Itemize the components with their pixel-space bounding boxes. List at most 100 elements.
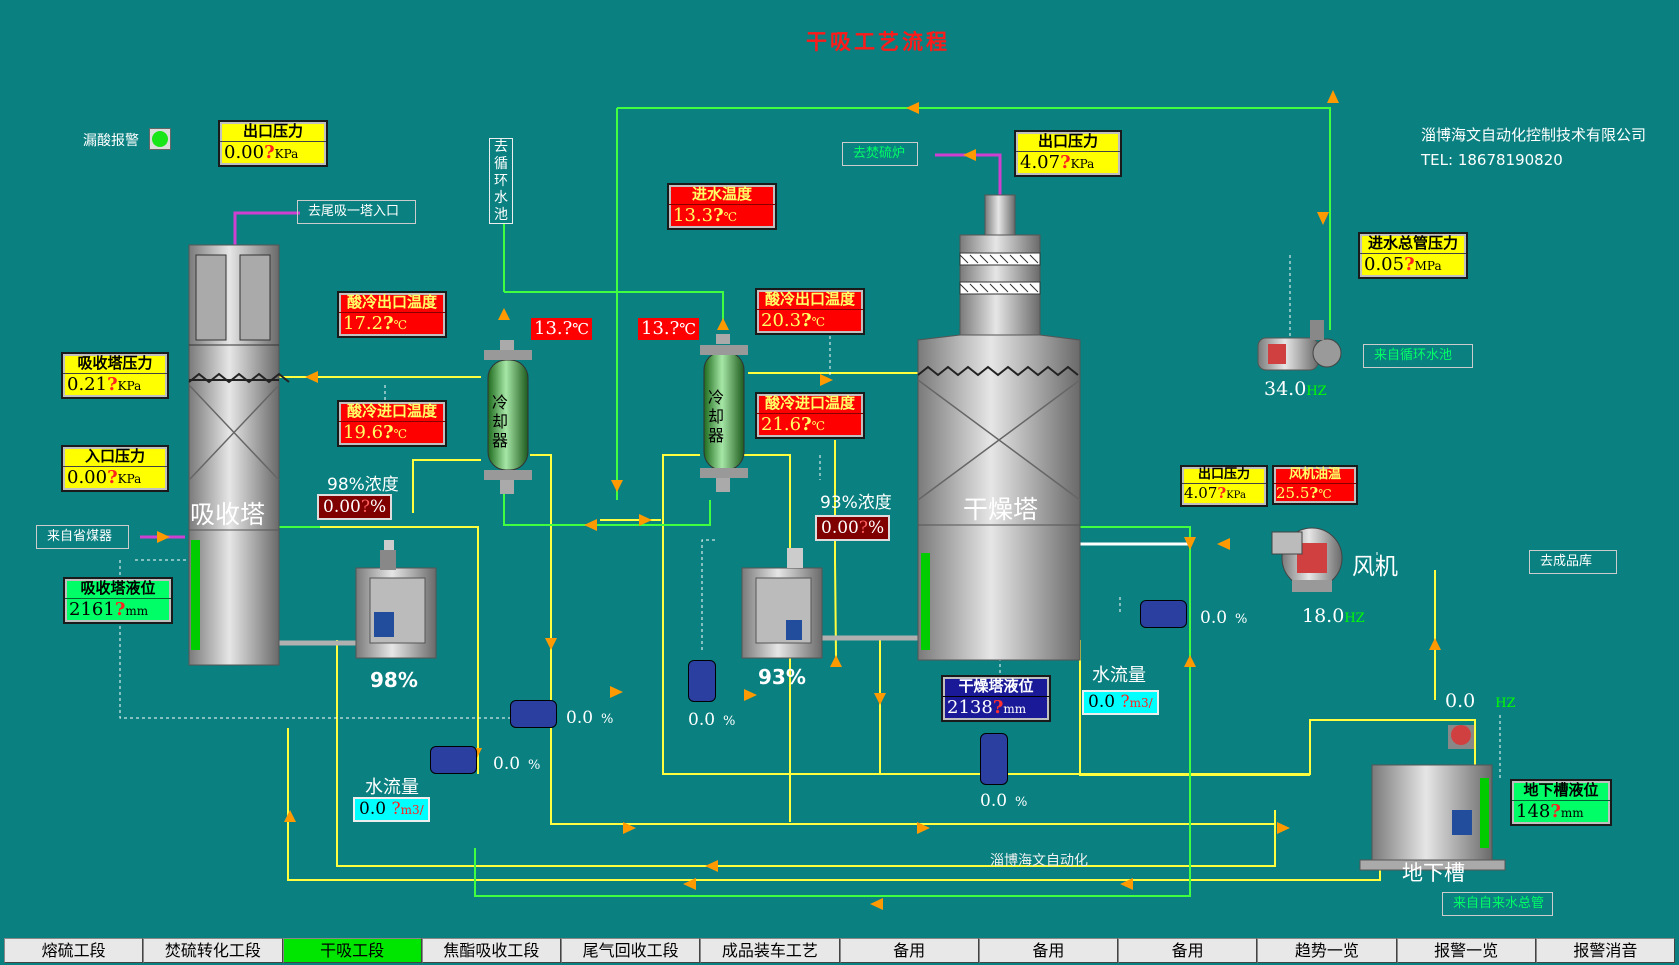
tank-93-label: 93% [758,665,806,689]
nav-tab-7[interactable]: 备用 [978,938,1118,963]
control-valve-1-icon[interactable] [510,700,557,728]
pump [1257,320,1342,371]
indicator-value: 0.00 [67,467,108,488]
fan-oil-temp: 风机油温 25.5?℃ [1272,465,1358,505]
temp-tag-2: 13.?℃ [638,318,700,340]
control-valve-5-icon[interactable] [1140,600,1187,628]
dryer-level: 干燥塔液位 2138?mm [941,675,1051,722]
leak-alarm-indicator[interactable] [149,128,171,150]
indicator-value: 0.05 [1364,254,1405,275]
nav-tab-10[interactable]: 报警一览 [1396,938,1536,963]
conc-98-value: 0.00?% [317,494,393,520]
nav-tab-6[interactable]: 备用 [839,938,979,963]
tank-93 [741,548,823,659]
inlet-pressure: 入口压力 0.00?KPa [61,445,169,492]
drying-tower [917,194,1081,661]
indicator-value: 13.3 [673,205,714,226]
indicator-label: 酸冷出口温度 [757,290,863,310]
leak-alarm-label: 漏酸报警 [83,133,139,149]
indicator-label: 干燥塔液位 [943,677,1049,697]
valve-2-reading[interactable]: 0.0% [493,754,541,774]
cooler-1 [484,340,532,494]
valve-3-reading[interactable]: 0.0% [688,710,736,730]
nav-tab-2[interactable]: 干吸工段 [282,938,422,963]
control-valve-4-icon[interactable] [980,733,1008,785]
nav-tab-9[interactable]: 趋势一览 [1257,938,1397,963]
indicator-label: 酸冷进口温度 [757,394,863,414]
nav-tab-0[interactable]: 熔硫工段 [4,938,144,963]
indicator-label: 进水总管压力 [1360,234,1466,254]
conc-93-value: 0.00?% [815,515,891,541]
indicator-label: 地下槽液位 [1512,781,1610,801]
cooler-2-label: 冷却器 [708,388,725,445]
indicator-label: 出口压力 [220,122,326,142]
indicator-label: 酸冷进口温度 [339,402,445,422]
indicator-value: 0.21 [67,374,108,395]
company-tel: TEL: 18678190820 [1421,151,1563,169]
fan-frequency: 18.0HZ [1302,605,1365,627]
fan-outlet-pressure: 出口压力 4.07?KPa [1180,465,1268,507]
company-name: 淄博海文自动化控制技术有限公司 [1421,126,1647,144]
indicator-label: 出口压力 [1182,467,1266,484]
flow-2-value: 0.0 ?m3/ [1082,690,1159,715]
indicator-value: 25.5 [1276,484,1310,502]
outlet-pressure-1: 出口压力 0.00?KPa [218,120,328,167]
indicator-value: 2138 [947,697,993,718]
sump-level: 地下槽液位 148?mm [1510,779,1612,826]
sump-tank [1359,725,1506,871]
route-to-tail: 去尾吸一塔入口 [297,200,417,224]
tank-98 [355,540,437,659]
control-valve-3-icon[interactable] [688,660,716,702]
fan-blower [1271,527,1343,592]
sump-label: 地下槽 [1402,861,1465,885]
status-light-icon [152,131,168,147]
acid-cool-out-temp-2: 酸冷出口温度 20.3?℃ [755,288,865,335]
absorber-tower [188,244,290,666]
indicator-label: 出口压力 [1016,132,1120,152]
flow-2-label: 水流量 [1092,665,1146,686]
dryer-label: 干燥塔 [963,495,1039,524]
indicator-value: 4.07 [1020,152,1061,173]
valve-5-reading[interactable]: 0.0% [1200,608,1248,628]
indicator-label: 吸收塔压力 [63,354,167,374]
nav-tab-8[interactable]: 备用 [1118,938,1258,963]
nav-tab-1[interactable]: 焚硫转化工段 [143,938,283,963]
acid-cool-in-temp-2: 酸冷进口温度 21.6?℃ [755,392,865,439]
fan-label: 风机 [1352,554,1398,580]
indicator-value: 17.2 [343,313,384,334]
indicator-label: 风机油温 [1274,467,1356,484]
water-in-temp: 进水温度 13.3?℃ [667,183,777,230]
conc-93-label: 93%浓度 [820,493,892,513]
circ-pool-label: 去循环水池 [489,138,513,224]
watermark: 淄博海文自动化 [990,853,1088,869]
route-to-product: 去成品库 [1529,550,1618,574]
indicator-value: 20.3 [761,310,802,331]
nav-tab-3[interactable]: 焦酯吸收工段 [421,938,561,963]
indicator-value: 21.6 [761,414,802,435]
nav-tab-4[interactable]: 尾气回收工段 [561,938,701,963]
cooler-2 [700,334,748,492]
valve-4-reading[interactable]: 0.0% [980,791,1028,811]
route-from-tap: 来自自来水总管 [1442,892,1554,916]
indicator-value: 19.6 [343,422,384,443]
indicator-value: 2161 [69,599,115,620]
valve-1-reading[interactable]: 0.0% [566,708,614,728]
pump-frequency: 34.0HZ [1264,378,1327,400]
indicator-value: 4.07 [1184,484,1218,502]
section-nav-bar: 熔硫工段焚硫转化工段干吸工段焦酯吸收工段尾气回收工段成品装车工艺备用备用备用趋势… [4,938,1675,963]
page-title: 干吸工艺流程 [806,29,950,54]
indicator-value: 0.00 [224,142,265,163]
tank-98-label: 98% [370,668,418,692]
flow-1-label: 水流量 [365,777,419,798]
control-valve-2-icon[interactable] [430,746,477,774]
route-from-economizer: 来自省煤器 [36,525,130,549]
indicator-value: 148 [1516,801,1551,822]
nav-tab-11[interactable]: 报警消音 [1535,938,1675,963]
absorber-label: 吸收塔 [190,500,266,529]
absorber-level: 吸收塔液位 2161?mm [63,577,173,624]
indicator-label: 吸收塔液位 [65,579,171,599]
nav-tab-5[interactable]: 成品装车工艺 [700,938,840,963]
